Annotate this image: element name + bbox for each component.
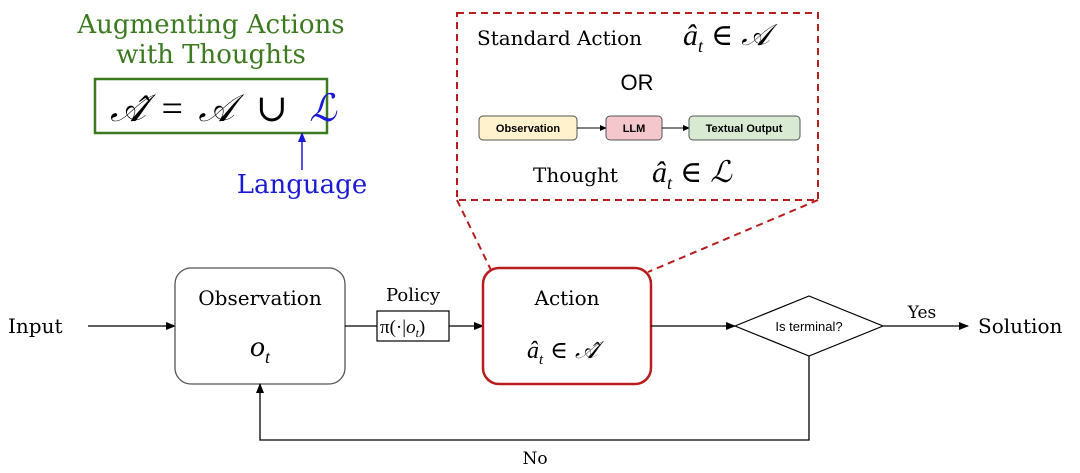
no-feedback-loop bbox=[256, 356, 810, 441]
policy-math: π(·|ot) bbox=[380, 317, 425, 340]
standard-action-math: ât∈𝒜 bbox=[683, 19, 778, 56]
standard-action-label: Standard Action bbox=[477, 26, 642, 50]
action-math: ât∈𝒜̂ bbox=[527, 338, 605, 368]
observation-math: ot bbox=[250, 330, 271, 367]
policy-box bbox=[376, 310, 450, 342]
formula-a-hat: 𝒜̂ bbox=[110, 88, 157, 130]
thought-math: ât∈ℒ bbox=[652, 156, 733, 193]
policy-label: Policy bbox=[386, 285, 441, 306]
or-label: OR bbox=[621, 70, 654, 95]
formula-a: 𝒜 bbox=[198, 88, 245, 130]
formula-equals: = bbox=[161, 88, 182, 130]
action-title: Action bbox=[534, 286, 600, 310]
mini-llm-label: LLM bbox=[623, 123, 646, 135]
formula-union: ∪ bbox=[256, 88, 288, 130]
augmentation-panel: Augmenting Actions with Thoughts 𝒜̂ = 𝒜 … bbox=[76, 10, 367, 200]
mini-observation-label: Observation bbox=[496, 123, 560, 135]
mini-textual-output-box bbox=[688, 115, 801, 141]
augmented-action-space-box bbox=[93, 77, 329, 135]
augmented-action-space-formula: 𝒜̂ = 𝒜 ∪ ℒ bbox=[110, 88, 338, 130]
main-flow: Input Observation ot Policy π(·|ot) Acti… bbox=[8, 266, 1062, 469]
observation-title: Observation bbox=[198, 286, 322, 310]
augment-title-line2: with Thoughts bbox=[116, 40, 306, 70]
decision-label: Is terminal? bbox=[775, 319, 842, 334]
augment-title-line1: Augmenting Actions bbox=[76, 10, 344, 40]
no-label: No bbox=[522, 449, 547, 469]
language-label: Language bbox=[237, 170, 367, 200]
solution-label: Solution bbox=[978, 314, 1062, 338]
action-expansion-panel: Standard Action ât∈𝒜 OR Observation LLM … bbox=[456, 12, 819, 273]
zoom-connector-right bbox=[647, 199, 819, 273]
zoom-connector-left bbox=[456, 199, 492, 271]
yes-label: Yes bbox=[907, 303, 937, 323]
expansion-dashed-box bbox=[456, 12, 819, 201]
input-label: Input bbox=[8, 314, 63, 338]
formula-language-set: ℒ bbox=[309, 88, 338, 130]
thought-label: Thought bbox=[533, 163, 618, 187]
mini-textual-output-label: Textual Output bbox=[706, 123, 783, 135]
